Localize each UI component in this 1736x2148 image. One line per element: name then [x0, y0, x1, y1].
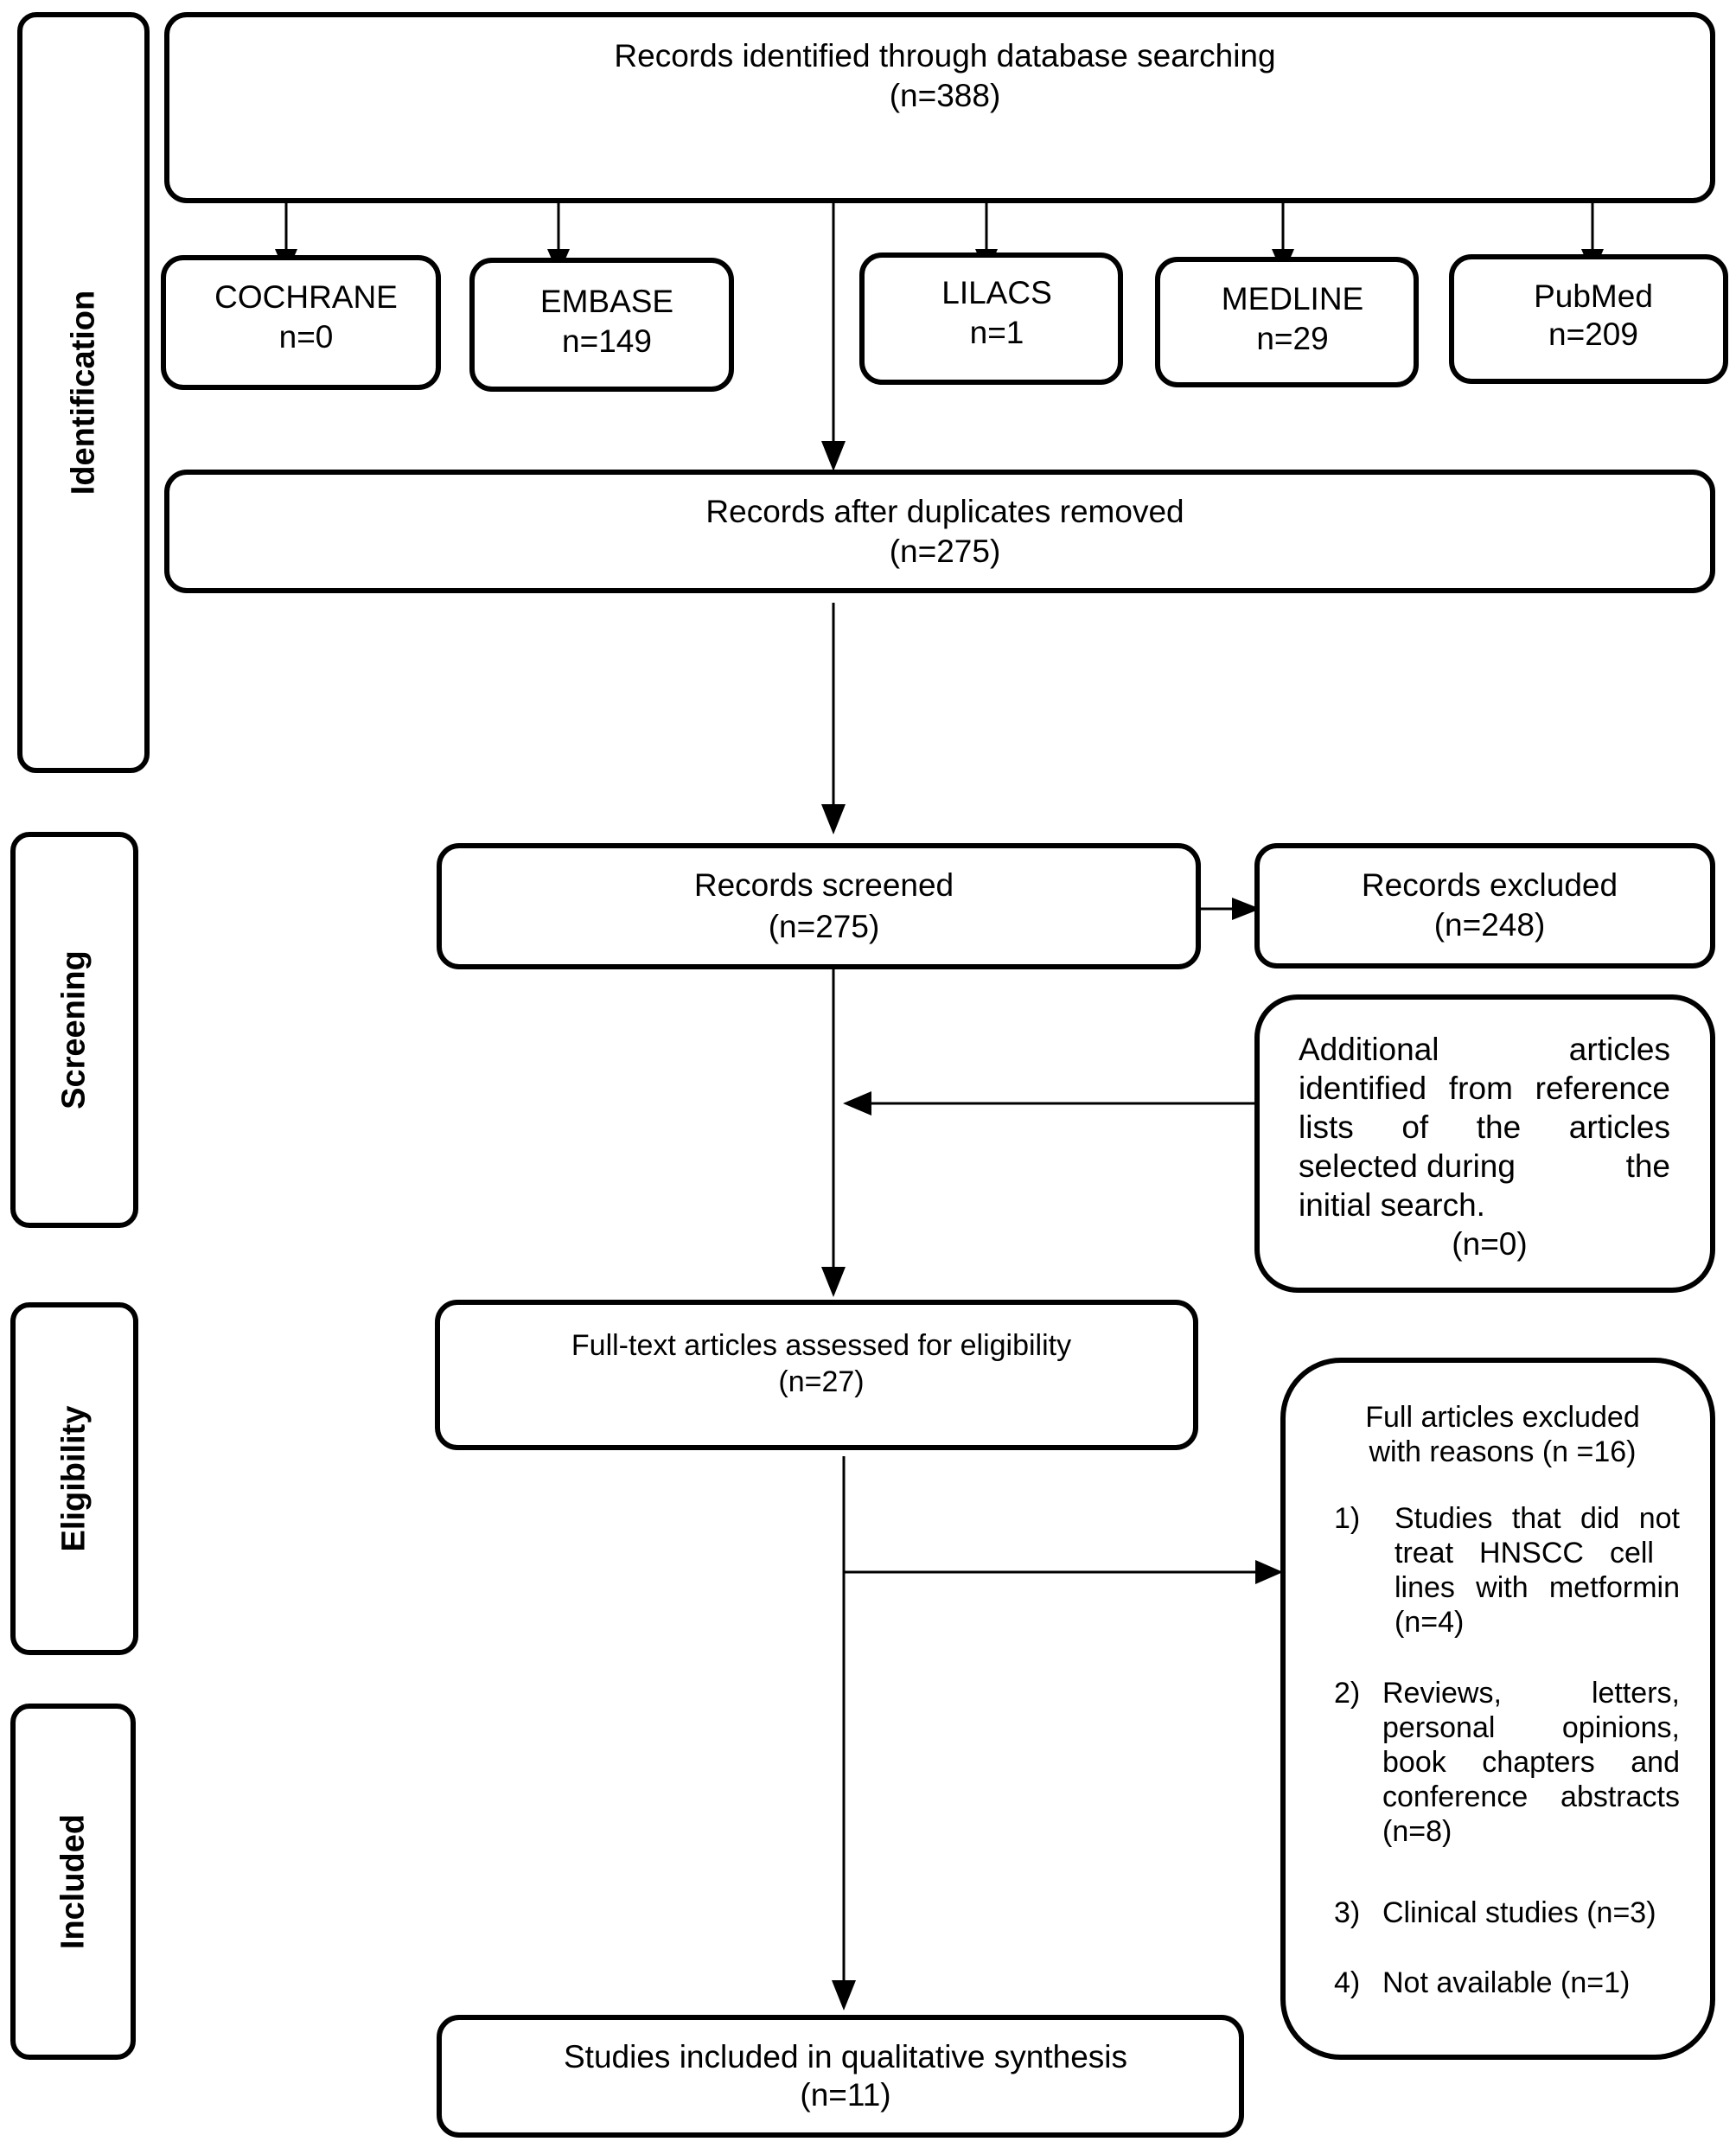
additional-articles-count: (n=0) — [1452, 1226, 1528, 1262]
database-box-cochrane: COCHRANE n=0 — [161, 255, 441, 390]
records-excluded-box: Records excluded (n=248) — [1254, 843, 1715, 969]
phase-included: Included — [10, 1704, 136, 2060]
reason-number: 4) — [1334, 1966, 1361, 1999]
records-identified-box: Records identified through database sear… — [164, 12, 1715, 203]
phase-screening: Screening — [10, 832, 138, 1228]
database-name: EMBASE — [539, 284, 674, 319]
records-screened-box: Records screened (n=275) — [437, 843, 1201, 969]
database-name: MEDLINE — [1221, 281, 1364, 316]
database-count: n=1 — [969, 315, 1024, 350]
phase-eligibility: Eligibility — [10, 1302, 138, 1655]
database-name: COCHRANE — [214, 279, 398, 315]
reason-3: 3) Clinical studies (n=3) — [1334, 1896, 1656, 1929]
studies-included-box: Studies included in qualitative synthesi… — [437, 2015, 1244, 2138]
records-excluded-label: Records excluded — [1361, 867, 1618, 903]
database-name: LILACS — [941, 275, 1052, 310]
dedup-label: Records after duplicates removed — [705, 494, 1184, 529]
database-name: PubMed — [1534, 278, 1653, 314]
database-count: n=209 — [1548, 316, 1638, 352]
reason-number: 2) — [1334, 1677, 1361, 1710]
dedup-box: Records after duplicates removed (n=275) — [164, 470, 1715, 593]
studies-included-count: (n=11) — [800, 2077, 891, 2113]
fulltext-assessed-label: Full-text articles assessed for eligibil… — [571, 1329, 1072, 1362]
database-count: n=0 — [278, 319, 334, 355]
database-count: n=149 — [562, 323, 652, 359]
reason-number: 3) — [1334, 1896, 1361, 1929]
reason-number: 1) — [1334, 1502, 1361, 1535]
database-box-medline: MEDLINE n=29 — [1155, 257, 1419, 387]
fulltext-assessed-count: (n=27) — [778, 1365, 865, 1398]
database-box-lilacs: LILACS n=1 — [859, 253, 1123, 385]
records-screened-label: Records screened — [693, 867, 954, 903]
records-excluded-count: (n=248) — [1433, 907, 1546, 943]
full-excluded-title-line1: Full articles excluded — [1365, 1401, 1640, 1434]
full-excluded-title-line2: with reasons (n =16) — [1369, 1435, 1637, 1468]
records-identified-label: Records identified through database sear… — [614, 38, 1276, 74]
database-box-pubmed: PubMed n=209 — [1449, 254, 1728, 384]
fulltext-assessed-box: Full-text articles assessed for eligibil… — [435, 1300, 1198, 1450]
full-articles-excluded-box: Full articles excluded with reasons (n =… — [1280, 1358, 1715, 2060]
database-box-embase: EMBASE n=149 — [469, 258, 734, 392]
text-line: initial search. — [1299, 1187, 1485, 1223]
reason-4: 4) Not available (n=1) — [1334, 1966, 1631, 1999]
records-identified-count: (n=388) — [889, 78, 1001, 113]
dedup-count: (n=275) — [889, 534, 1001, 569]
database-count: n=29 — [1256, 321, 1329, 356]
records-screened-count: (n=275) — [768, 909, 880, 944]
studies-included-label: Studies included in qualitative synthesi… — [564, 2039, 1127, 2074]
phase-identification: Identification — [17, 12, 150, 773]
